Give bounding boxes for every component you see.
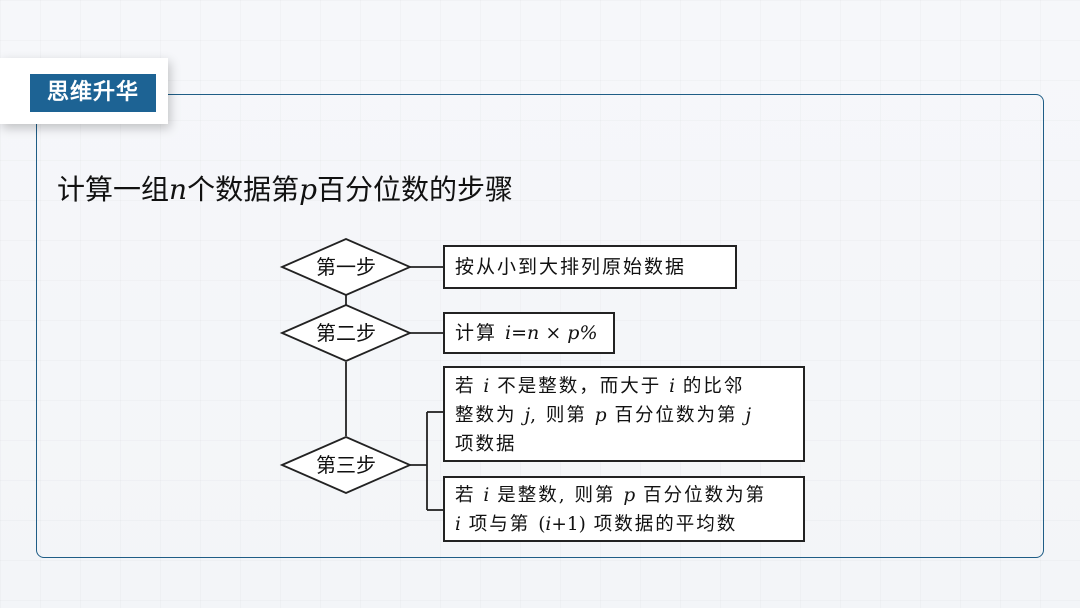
title-part-2: 个数据第 bbox=[187, 173, 300, 206]
step2-formula: i=n × p% bbox=[505, 322, 598, 344]
step2-box: 计算 i=n × p% bbox=[443, 312, 615, 354]
step3b-line2: i 项与第 (i+1) 项数据的平均数 bbox=[455, 510, 797, 539]
step3b-box: 若 i 是整数, 则第 p 百分位数为第 i 项与第 (i+1) 项数据的平均数 bbox=[443, 476, 805, 542]
step2-label: 第二步 bbox=[316, 321, 376, 345]
text: 整数为 bbox=[455, 405, 525, 426]
var-i: i bbox=[455, 514, 461, 535]
var-j: j bbox=[524, 405, 531, 426]
text: 项数据 bbox=[455, 434, 517, 455]
step1-box: 按从小到大排列原始数据 bbox=[443, 245, 737, 289]
step3a-line2: 整数为 j, 则第 p 百分位数为第 j bbox=[455, 401, 797, 430]
text: 的比邻 bbox=[675, 376, 745, 397]
text: , 则第 bbox=[530, 405, 595, 426]
text: 项数据的平均数 bbox=[585, 514, 738, 535]
step3a-box: 若 i 不是整数，而大于 i 的比邻 整数为 j, 则第 p 百分位数为第 j … bbox=[443, 366, 805, 462]
plus-one: +1) bbox=[551, 514, 586, 535]
text: 项与第 bbox=[460, 514, 539, 535]
step3b-line1: 若 i 是整数, 则第 p 百分位数为第 bbox=[455, 481, 797, 510]
title-var-n: n bbox=[169, 173, 188, 206]
var-p: p bbox=[594, 405, 607, 426]
text: 若 bbox=[455, 376, 484, 397]
var-i: i bbox=[545, 514, 552, 535]
title-var-p: p bbox=[299, 173, 318, 206]
step3a-line3: 项数据 bbox=[455, 430, 797, 459]
text: 不是整数，而大于 bbox=[489, 376, 670, 397]
section-badge: 思维升华 bbox=[30, 74, 156, 112]
text: 若 bbox=[455, 485, 484, 506]
title-part-3: 百分位数的步骤 bbox=[317, 173, 514, 206]
text: 百分位数为第 bbox=[635, 485, 767, 506]
text: 百分位数为第 bbox=[606, 405, 746, 426]
var-i: i bbox=[483, 376, 490, 397]
var-j: j bbox=[745, 405, 752, 426]
var-i: i bbox=[669, 376, 675, 397]
text: 是整数, 则第 bbox=[489, 485, 624, 506]
var-i: i bbox=[483, 485, 490, 506]
step2-prefix: 计算 bbox=[455, 322, 506, 344]
step3-label: 第三步 bbox=[316, 453, 376, 477]
var-p: p bbox=[623, 485, 636, 506]
paren: ( bbox=[538, 514, 546, 535]
step3a-line1: 若 i 不是整数，而大于 i 的比邻 bbox=[455, 372, 797, 401]
step1-label: 第一步 bbox=[316, 255, 376, 279]
title-part-1: 计算一组 bbox=[57, 173, 170, 206]
content-card bbox=[36, 94, 1044, 558]
step1-text: 按从小到大排列原始数据 bbox=[455, 256, 687, 278]
page-title: 计算一组n个数据第p百分位数的步骤 bbox=[57, 168, 513, 212]
